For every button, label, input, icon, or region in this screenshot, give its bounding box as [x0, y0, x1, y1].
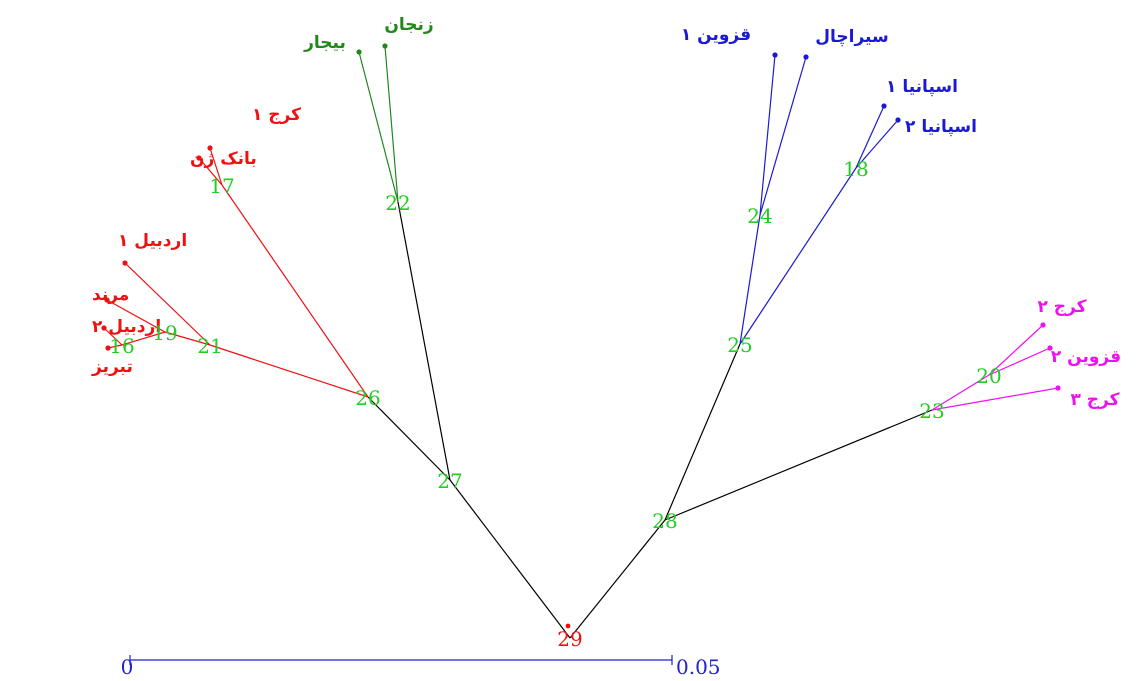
- tree-edge: [739, 167, 857, 345]
- leaf-label: بیجار: [303, 33, 346, 53]
- tree-edge: [397, 201, 451, 481]
- tree-edge: [855, 105, 885, 169]
- leaf-dot: [772, 52, 778, 58]
- tree-edge: [569, 519, 666, 639]
- labels: کرج ۱ بانک ژن اردبیل ۱ مرند اردبیل ۲ تبریز زنج…: [91, 15, 1121, 651]
- leaf-label: اسپانیا ۱: [886, 77, 958, 97]
- tree-edge: [855, 119, 899, 169]
- leaf-dot: [803, 54, 809, 60]
- tree-edge: [988, 347, 1051, 376]
- tree-edge: [931, 387, 1059, 411]
- leaf-label: اردبیل ۱: [118, 231, 187, 251]
- node-number: 21: [197, 334, 222, 358]
- leaf-label: تبریز: [91, 357, 133, 377]
- leaf-dot: [1047, 345, 1053, 351]
- leaf-label: بانک ژن: [190, 149, 257, 169]
- node-number: 23: [919, 399, 944, 423]
- tree-edge: [384, 45, 399, 203]
- leaf-dot: [895, 117, 901, 123]
- tree-edge: [739, 214, 761, 345]
- tree-edge: [209, 147, 223, 186]
- leaf-dot: [356, 49, 362, 55]
- node-number: 18: [843, 157, 868, 181]
- node-number: 22: [385, 191, 410, 215]
- leaf-dot: [101, 325, 107, 331]
- leaf-dot: [382, 43, 388, 49]
- leaf-label: مرند: [92, 285, 129, 305]
- leaf-dot: [105, 345, 111, 351]
- tree-edge: [358, 51, 399, 203]
- leaf-label: کرج ۳: [1070, 390, 1119, 410]
- tree-edges: [103, 45, 1059, 639]
- leaf-label: قزوین ۱: [681, 25, 751, 45]
- leaf-label: کرج ۲: [1037, 297, 1086, 317]
- node-number: 19: [152, 321, 177, 345]
- tree-edge: [759, 56, 807, 216]
- tree-edge: [221, 184, 369, 398]
- node-number: 17: [209, 174, 234, 198]
- leaf-dot: [1040, 322, 1046, 328]
- leaf-dot: [207, 145, 213, 151]
- node-number: 16: [109, 334, 134, 358]
- leaf-label: زنجان: [384, 15, 433, 35]
- leaf-label: اردبیل ۲: [92, 317, 161, 337]
- tree-edge: [988, 324, 1044, 376]
- tree-edge: [103, 327, 123, 346]
- tree-edge: [124, 262, 211, 346]
- node-number: 29: [557, 627, 582, 651]
- tree-edge: [664, 409, 933, 521]
- node-number: 20: [976, 364, 1001, 388]
- root-dot: [565, 623, 571, 629]
- node-number: 24: [747, 204, 772, 228]
- tree-edge: [367, 396, 451, 481]
- node-number: 25: [727, 333, 752, 357]
- leaf-dot: [196, 155, 202, 161]
- tree-edge: [759, 54, 776, 216]
- leaf-dots: [101, 43, 1061, 629]
- leaf-label: کرج ۱: [252, 105, 301, 125]
- tree-edge: [449, 479, 571, 639]
- tree-edge: [106, 299, 166, 333]
- node-number: 28: [652, 509, 677, 533]
- scale-min-label: 0: [121, 655, 134, 679]
- tree-edge: [198, 157, 223, 186]
- leaf-label: قزوین ۲: [1051, 347, 1121, 367]
- scale-max-label: 0.05: [676, 655, 721, 679]
- tree-edge: [664, 343, 741, 521]
- node-number: 27: [437, 469, 462, 493]
- leaf-label: سیراچال: [815, 27, 888, 47]
- leaf-label: اسپانیا ۲: [905, 117, 977, 137]
- tree-edge: [121, 331, 166, 346]
- leaf-dot: [881, 103, 887, 109]
- tree-edge: [209, 344, 369, 398]
- leaf-dot: [122, 260, 128, 266]
- leaf-dot: [1055, 385, 1061, 391]
- tree-edge: [931, 374, 990, 411]
- leaf-dot: [104, 297, 110, 303]
- node-number: 26: [355, 386, 380, 410]
- tree-edge: [164, 331, 211, 346]
